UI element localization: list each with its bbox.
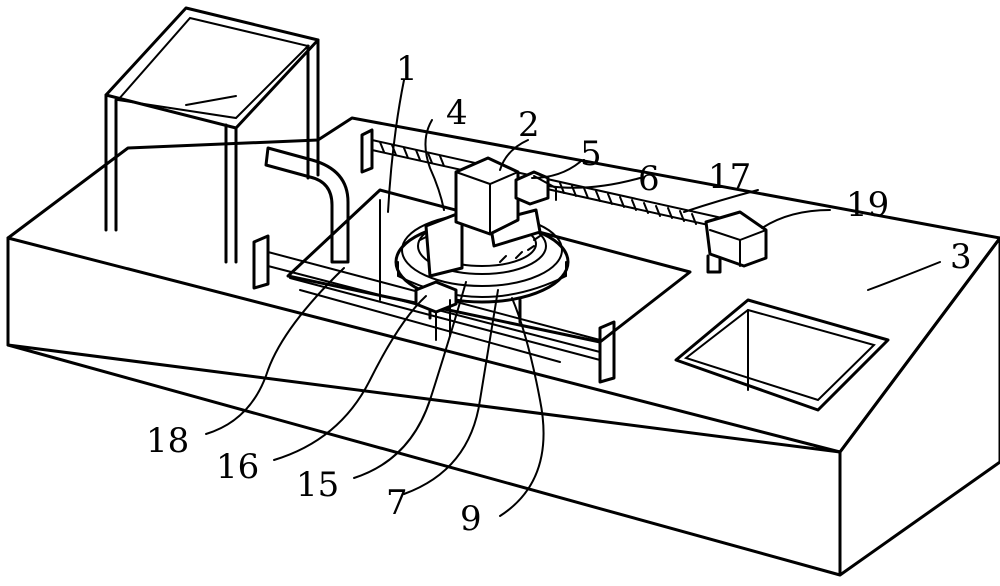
label-7: 7 [386,483,408,523]
rear-screw-rail [360,128,741,233]
label-5: 5 [580,134,602,174]
label-4: 4 [446,93,468,133]
leader-lines [205,79,941,517]
slider-block [514,170,557,206]
motor-19 [704,210,768,274]
label-3: 3 [950,237,972,277]
discharge-opening [674,298,890,412]
label-2: 2 [518,105,540,145]
part-labels: 1 4 2 5 6 17 19 3 18 16 15 7 9 [146,49,972,539]
drive-box-2 [454,156,520,236]
label-18: 18 [146,421,189,461]
label-19: 19 [846,185,889,225]
label-17: 17 [708,157,751,197]
label-1: 1 [396,49,418,89]
label-9: 9 [460,499,482,539]
hopper-frame [104,6,320,264]
feed-pipe [264,146,350,264]
label-16: 16 [216,447,259,487]
label-6: 6 [638,159,660,199]
base-block [6,116,1000,577]
label-15: 15 [296,465,339,505]
lower-carriage [414,280,458,341]
